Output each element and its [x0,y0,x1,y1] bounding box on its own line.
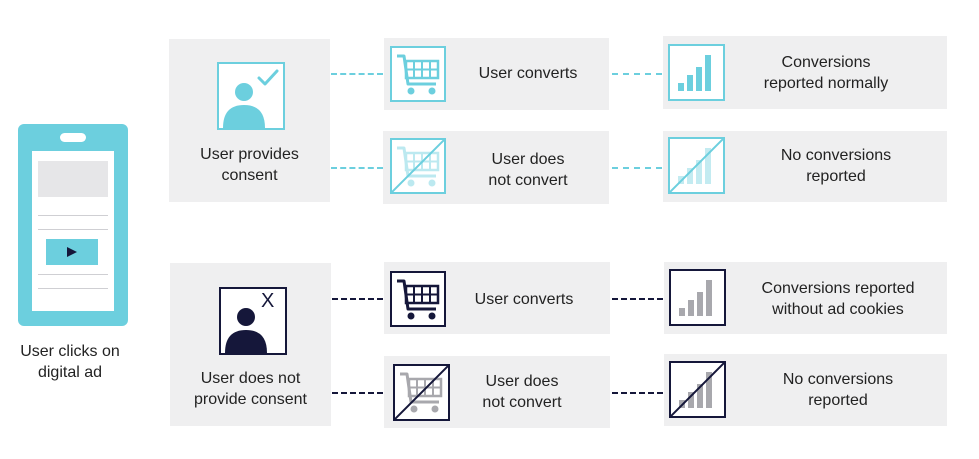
screen-divider [38,215,108,216]
connector-line [332,392,383,394]
user-check-icon [217,62,285,130]
phone-illustration [18,124,128,326]
no-consent-source-label: User does not provide consent [194,370,307,408]
play-ad-button [46,239,98,265]
play-icon [67,247,77,257]
cart-icon [390,46,446,102]
cart-crossed-icon [390,138,446,194]
no-consent-converts-result-label: Conversions reported without ad cookies [761,280,915,318]
cart-crossed-icon [393,364,450,421]
phone-caption: User clicks on digital ad [20,343,120,381]
no-consent-converts-label: User converts [474,291,574,308]
screen-divider [38,229,108,230]
connector-line [331,167,383,169]
connector-line [612,73,662,75]
bar-chart-icon [669,269,726,326]
consent-converts-result-label: Conversions reported normally [763,54,889,92]
connector-line [612,167,662,169]
bar-chart-crossed-icon [669,361,726,418]
screen-divider [38,274,108,275]
no-consent-no-convert-label: User does not convert [482,373,562,411]
screen-divider [38,288,108,289]
phone-speaker [60,133,86,142]
cart-icon [390,271,446,327]
connector-line [331,73,383,75]
consent-converts-label: User converts [478,65,578,82]
consent-no-convert-result-label: No conversions reported [780,147,892,185]
bar-chart-icon [668,44,725,101]
bar-chart-crossed-icon [668,137,725,194]
consent-no-convert-label: User does not convert [488,151,568,189]
user-x-icon: X [219,287,287,355]
connector-line [332,298,383,300]
phone-screen [32,151,114,311]
screen-image-placeholder [38,161,108,197]
consent-source-label: User provides consent [200,146,299,184]
no-consent-x-mark: X [261,290,275,312]
connector-line [612,298,663,300]
connector-line [612,392,663,394]
no-consent-no-convert-result-label: No conversions reported [782,371,894,409]
